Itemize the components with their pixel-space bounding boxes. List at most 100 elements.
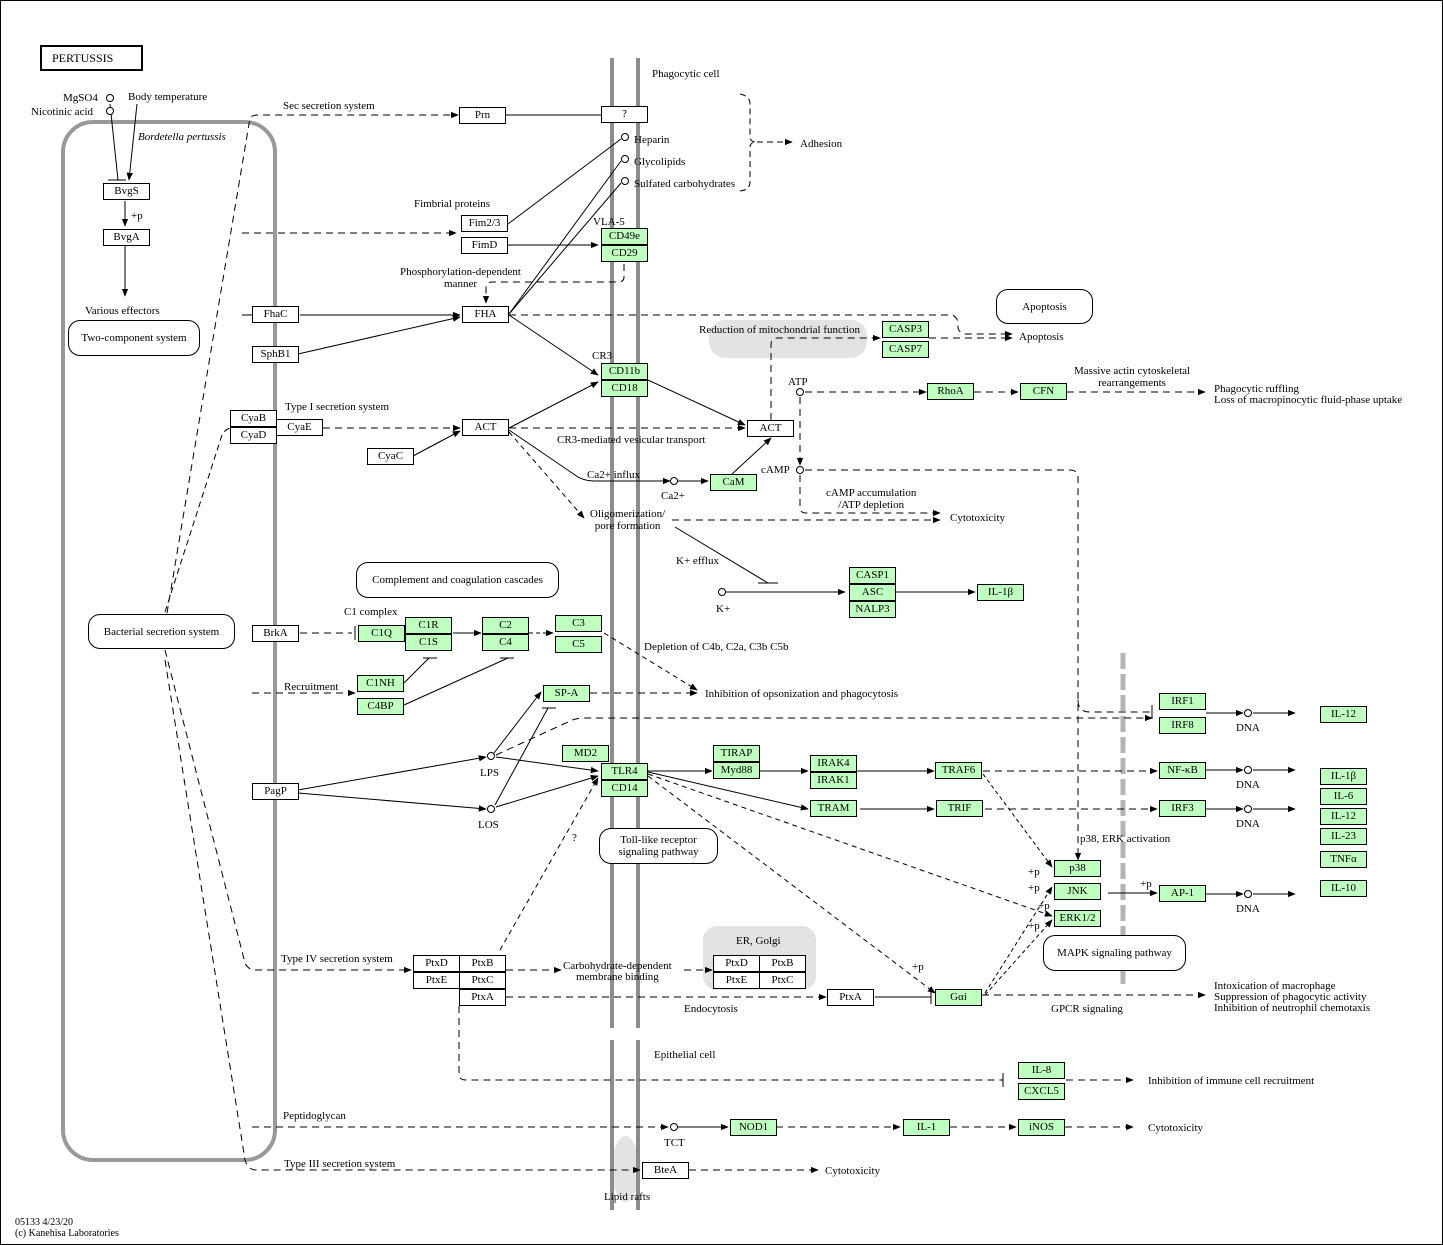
map-bacterial-secretion-system[interactable]: Bacterial secretion system <box>88 614 235 649</box>
gene-prn[interactable]: Prn <box>459 107 506 124</box>
map-apoptosis[interactable]: Apoptosis <box>996 289 1093 324</box>
gene-pagp[interactable]: PagP <box>252 783 299 800</box>
gene-brka[interactable]: BrkA <box>252 625 299 642</box>
gene-il6[interactable]: IL-6 <box>1320 788 1367 805</box>
gene-btea[interactable]: BteA <box>642 1162 689 1179</box>
gene-irf8[interactable]: IRF8 <box>1159 717 1206 734</box>
gene-md2[interactable]: MD2 <box>562 745 609 762</box>
gene-c4[interactable]: C4 <box>482 634 529 651</box>
map-complement-cascades[interactable]: Complement and coagulation cascades <box>356 562 559 598</box>
gene-p38[interactable]: p38 <box>1054 860 1101 877</box>
gene-ptxd-er[interactable]: PtxD <box>713 955 760 972</box>
gene-traf6[interactable]: TRAF6 <box>935 762 982 779</box>
gene-fimd[interactable]: FimD <box>461 237 508 254</box>
glycolipids-compound[interactable] <box>621 155 629 163</box>
gene-rhoa[interactable]: RhoA <box>927 383 974 400</box>
gene-tnfa[interactable]: TNFα <box>1320 851 1367 868</box>
gene-c1s[interactable]: C1S <box>405 634 452 651</box>
gene-il23[interactable]: IL-23 <box>1320 828 1367 845</box>
gene-inos[interactable]: iNOS <box>1018 1119 1065 1136</box>
dna-compound-1[interactable] <box>1244 709 1252 717</box>
gene-nalp3[interactable]: NALP3 <box>849 601 896 618</box>
gene-cxcl5[interactable]: CXCL5 <box>1018 1083 1065 1100</box>
gene-c2[interactable]: C2 <box>482 617 529 634</box>
mgso4-compound[interactable] <box>106 94 114 102</box>
gene-c1q[interactable]: C1Q <box>358 625 405 642</box>
camp-compound[interactable] <box>796 466 804 474</box>
gene-il12-irf[interactable]: IL-12 <box>1320 706 1367 723</box>
gene-irf1[interactable]: IRF1 <box>1159 693 1206 710</box>
gene-casp1[interactable]: CASP1 <box>849 567 896 584</box>
gene-ptxd[interactable]: PtxD <box>413 955 460 972</box>
map-toll-like-receptor[interactable]: Toll-like receptor signaling pathway <box>599 828 718 864</box>
gene-nod1[interactable]: NOD1 <box>730 1119 777 1136</box>
gene-il1b[interactable]: IL-1β <box>1320 768 1367 785</box>
map-mapk-signaling[interactable]: MAPK signaling pathway <box>1043 935 1186 971</box>
gene-act-host[interactable]: ACT <box>747 420 794 437</box>
calcium-compound[interactable] <box>670 477 678 485</box>
sulfated-carbohydrates-compound[interactable] <box>621 177 629 185</box>
gene-il8[interactable]: IL-8 <box>1018 1062 1065 1079</box>
gene-fim23[interactable]: Fim2/3 <box>461 215 508 232</box>
gene-cfn[interactable]: CFN <box>1020 383 1067 400</box>
gene-cd49e[interactable]: CD49e <box>601 228 648 245</box>
gene-unknown-receptor[interactable]: ? <box>601 106 648 123</box>
heparin-compound[interactable] <box>621 133 629 141</box>
lps-compound[interactable] <box>487 752 495 760</box>
gene-cd29[interactable]: CD29 <box>601 245 648 262</box>
gene-trif[interactable]: TRIF <box>936 800 983 817</box>
potassium-compound[interactable] <box>718 588 726 596</box>
tct-compound[interactable] <box>670 1123 678 1131</box>
gene-cyad[interactable]: CyaD <box>230 427 277 444</box>
gene-ptxa-cytosol[interactable]: PtxA <box>827 989 874 1006</box>
gene-fha[interactable]: FHA <box>462 306 509 323</box>
gene-act-bacterial[interactable]: ACT <box>462 419 509 436</box>
gene-c1r[interactable]: C1R <box>405 617 452 634</box>
gene-ptxa[interactable]: PtxA <box>459 989 506 1006</box>
gene-tirap[interactable]: TIRAP <box>713 745 760 762</box>
gene-cd11b[interactable]: CD11b <box>601 363 648 380</box>
gene-cam[interactable]: CaM <box>710 474 757 491</box>
gene-il10[interactable]: IL-10 <box>1320 880 1367 897</box>
gene-ptxc[interactable]: PtxC <box>459 972 506 989</box>
gene-c4bp[interactable]: C4BP <box>357 698 404 715</box>
gene-ptxb-er[interactable]: PtxB <box>759 955 806 972</box>
gene-bvga[interactable]: BvgA <box>103 229 150 246</box>
gene-casp3[interactable]: CASP3 <box>882 321 929 338</box>
gene-c1nh[interactable]: C1NH <box>357 675 404 692</box>
gene-nfkb[interactable]: NF-κB <box>1159 762 1206 779</box>
dna-compound-4[interactable] <box>1244 890 1252 898</box>
gene-erk12[interactable]: ERK1/2 <box>1054 910 1101 927</box>
map-two-component-system[interactable]: Two-component system <box>68 320 200 356</box>
gene-casp7[interactable]: CASP7 <box>882 341 929 358</box>
gene-tlr4[interactable]: TLR4 <box>601 763 648 780</box>
gene-cyae[interactable]: CyaE <box>276 419 323 436</box>
gene-cyac[interactable]: CyaC <box>367 448 414 465</box>
nicotinic-acid-compound[interactable] <box>106 107 114 115</box>
dna-compound-2[interactable] <box>1244 766 1252 774</box>
gene-tram[interactable]: TRAM <box>810 800 857 817</box>
gene-ptxc-er[interactable]: PtxC <box>759 972 806 989</box>
gene-spa[interactable]: SP-A <box>543 685 590 702</box>
gene-il1b-inflammasome[interactable]: IL-1β <box>977 584 1024 601</box>
gene-il1[interactable]: IL-1 <box>903 1119 950 1136</box>
gene-irak1[interactable]: IRAK1 <box>810 772 857 789</box>
gene-cyab[interactable]: CyaB <box>230 410 277 427</box>
gene-ap1[interactable]: AP-1 <box>1159 885 1206 902</box>
los-compound[interactable] <box>487 805 495 813</box>
gene-fhac[interactable]: FhaC <box>252 306 299 323</box>
gene-ptxb[interactable]: PtxB <box>459 955 506 972</box>
gene-bvgs[interactable]: BvgS <box>103 183 150 200</box>
gene-il12[interactable]: IL-12 <box>1320 808 1367 825</box>
gene-cd18[interactable]: CD18 <box>601 380 648 397</box>
gene-ptxe[interactable]: PtxE <box>413 972 460 989</box>
gene-irak4[interactable]: IRAK4 <box>810 755 857 772</box>
gene-c5[interactable]: C5 <box>555 636 602 653</box>
gene-cd14[interactable]: CD14 <box>601 780 648 797</box>
gene-asc[interactable]: ASC <box>849 584 896 601</box>
gene-gai[interactable]: Gαi <box>935 989 982 1006</box>
gene-ptxe-er[interactable]: PtxE <box>713 972 760 989</box>
gene-c3[interactable]: C3 <box>555 615 602 632</box>
gene-sphb1[interactable]: SphB1 <box>252 346 299 363</box>
dna-compound-3[interactable] <box>1244 805 1252 813</box>
